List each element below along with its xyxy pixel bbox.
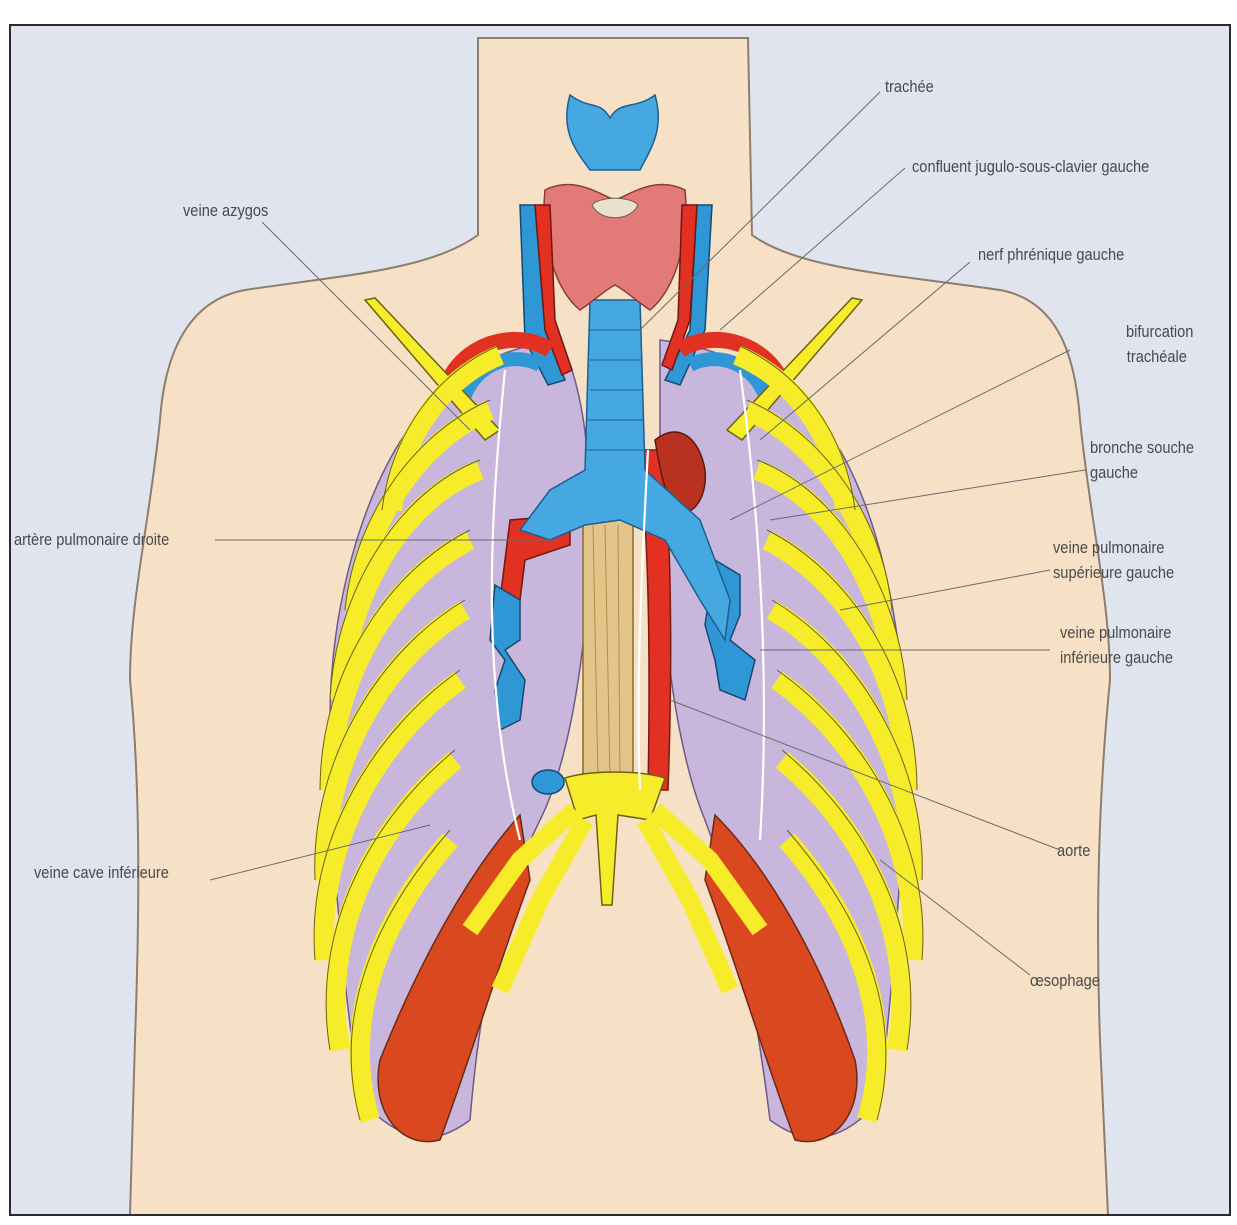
label-oesophagus: œsophage — [1030, 970, 1100, 992]
label-vp-sup-1: veine pulmonaire — [1053, 537, 1164, 559]
label-bronche-1: bronche souche — [1090, 437, 1194, 459]
label-phrenic: nerf phrénique gauche — [978, 244, 1124, 266]
label-confluent: confluent jugulo-sous-clavier gauche — [912, 156, 1149, 178]
label-azygos: veine azygos — [183, 200, 268, 222]
label-vena-cava: veine cave inférieure — [34, 862, 169, 884]
label-vp-inf-1: veine pulmonaire — [1060, 622, 1171, 644]
label-vp-inf-2: inférieure gauche — [1060, 647, 1173, 669]
label-vp-sup-2: supérieure gauche — [1053, 562, 1174, 584]
label-bifurcation-2: trachéale — [1127, 346, 1187, 368]
label-pulm-artery-right: artère pulmonaire droite — [14, 529, 169, 551]
label-aorta: aorte — [1057, 840, 1090, 862]
vena-cava-stub — [532, 770, 564, 794]
label-bifurcation-1: bifurcation — [1126, 321, 1193, 343]
label-bronche-2: gauche — [1090, 462, 1138, 484]
label-trachea: trachée — [885, 76, 934, 98]
